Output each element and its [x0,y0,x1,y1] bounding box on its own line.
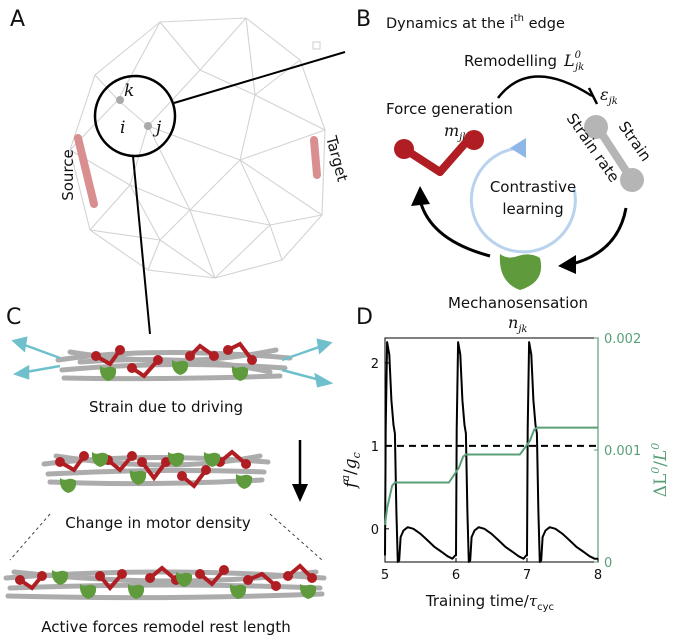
network-mesh [69,17,326,279]
arrow-to-mechano [571,207,628,266]
panel-d-letter: D [356,305,373,330]
node-k-label: k [124,81,134,101]
panel-c: C [3,305,334,636]
target-label: Target [322,133,352,184]
strain-symbol: εjk [600,85,618,107]
target-bar [310,136,321,179]
zoom-dash-left [9,513,51,561]
fiber-bundle-2 [41,449,271,493]
source-label: Source [59,149,77,201]
node-j [144,122,152,130]
y-right-tick-label: 0.001 [604,444,641,459]
learning-cycle-arrow [469,146,577,254]
arrow-to-force [418,199,491,258]
series-rest-length-line [384,426,598,526]
x-tick-label: 6 [452,568,460,583]
chart-xlabel: Training time/τcyc [425,592,554,613]
inhibition-bar [587,87,599,105]
force-symbol: mjk [444,121,468,143]
y-left-tick-label: 0 [371,523,379,538]
y-left-tick-label: 2 [371,357,379,372]
panel-b-title: Dynamics at the ith edge [386,13,565,32]
down-arrow-head [292,484,308,502]
mechano-symbol: njk [508,313,527,335]
node-i-label: i [120,118,125,138]
x-tick-label: 7 [523,568,531,583]
y-left-tick-label: 1 [371,440,379,455]
panel-a: A [10,7,352,335]
mechanosensation-label: Mechanosensation [448,294,588,312]
zoom-line-b [173,51,346,104]
node-j-label: j [152,118,162,138]
panel-b-letter: B [356,7,371,32]
chart-frame [384,337,599,563]
source-bar [74,134,98,208]
small-square [312,41,321,50]
learning-arrow-head [510,138,526,158]
fiber-bundle-3 [3,563,327,601]
x-tick-label: 8 [594,568,602,583]
contrastive-label-1: Contrastive [490,178,576,196]
force-generation-label: Force generation [386,100,513,118]
sensor-icon [499,254,542,290]
arrow-to-mechano-head [558,255,576,274]
fiber-bundle-1 [11,336,334,388]
motor-icon [394,130,484,176]
node-k [116,96,124,104]
panel-a-letter: A [10,7,25,32]
chart-ylabel-right: ΔL0/L0 [649,443,671,498]
zoom-circle [93,74,177,158]
network-outline [69,17,326,279]
x-tick-label: 5 [381,568,389,583]
chart-ylabel-left: fa/gc [339,452,363,490]
caption-remodel-rest-length: Active forces remodel rest length [41,618,290,636]
zoom-line-c [132,155,151,335]
zoom-dash-right [269,513,323,561]
remodelling-arc [497,75,593,99]
series-force-line [384,341,598,563]
remodelling-label: Remodelling [464,52,557,70]
contrastive-label-2: learning [502,200,563,218]
y-right-tick-label: 0.002 [604,332,641,347]
caption-strain-driving: Strain due to driving [89,398,243,416]
strain-dumbbell-icon [584,115,644,192]
y-right-tick-label: 0 [604,556,612,571]
panel-c-letter: C [6,305,21,330]
arrow-to-force-head [411,186,430,206]
caption-motor-density: Change in motor density [65,514,251,532]
panel-b: B Dynamics at the ith edge Remodelling L… [356,7,655,335]
